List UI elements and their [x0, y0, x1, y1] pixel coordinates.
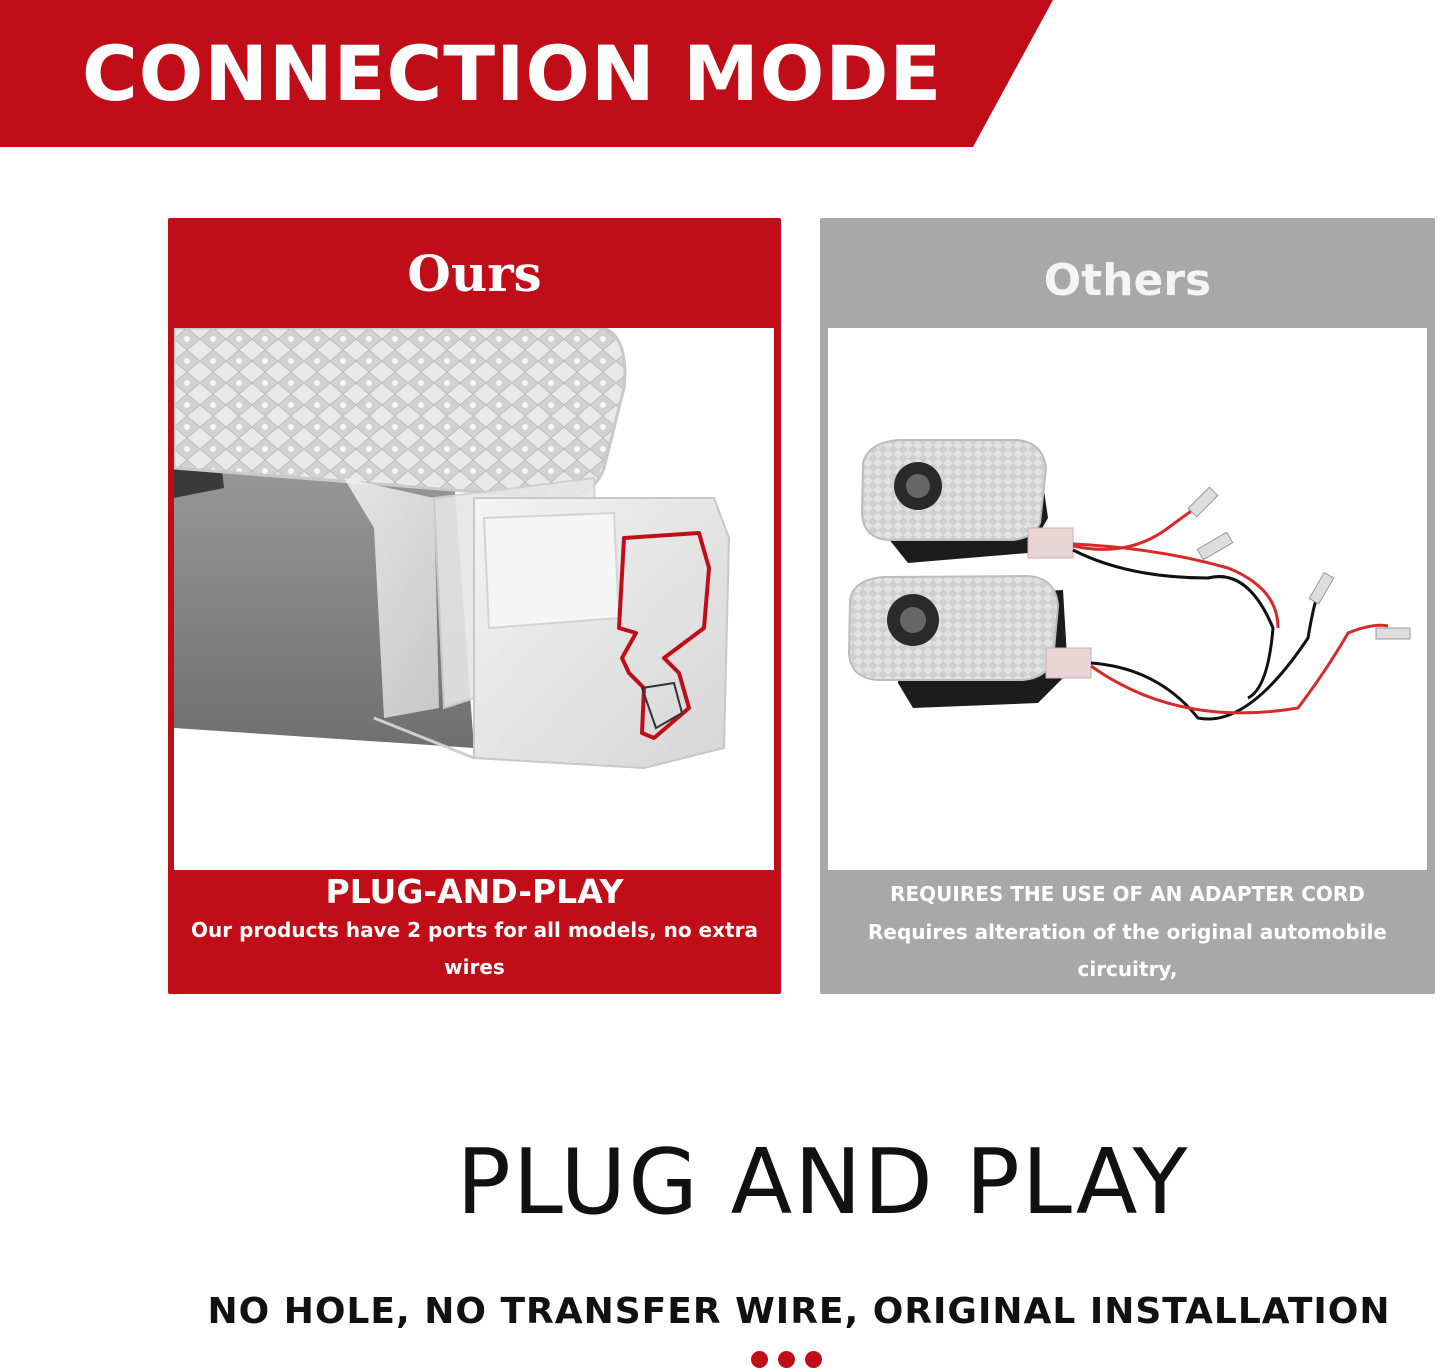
others-caption-line-1: Requires alteration of the original auto… [868, 920, 1387, 981]
others-panel: Others [820, 218, 1435, 1018]
banner-shape [0, 0, 1053, 147]
others-caption-line-2: resulting in an unsafe event [968, 994, 1287, 1018]
ours-heading-bar: Ours [168, 218, 781, 328]
ours-caption-line-1: Our products have 2 ports for all models… [191, 918, 758, 979]
header-banner: CONNECTION MODE [0, 0, 1438, 150]
others-caption-title: REQUIRES THE USE OF AN ADAPTER CORD [890, 882, 1365, 906]
ours-product-image [174, 328, 774, 870]
connector-closeup-icon [174, 328, 731, 770]
pager-dot [778, 1351, 795, 1368]
installation-subline: NO HOLE, NO TRANSFER WIRE, ORIGINAL INST… [207, 1291, 1391, 1332]
ours-caption-title: PLUG-AND-PLAY [325, 872, 624, 911]
others-heading-bar: Others [820, 218, 1435, 328]
pager-dot [805, 1351, 822, 1368]
ours-caption: PLUG-AND-PLAY Our products have 2 ports … [168, 870, 781, 1016]
others-heading: Others [1043, 254, 1212, 306]
ours-panel: Ours [168, 218, 781, 1016]
projector-lights-with-wires-icon [847, 439, 1411, 721]
banner-title: CONNECTION MODE [82, 29, 943, 118]
pager-dots [751, 1351, 822, 1368]
others-caption: REQUIRES THE USE OF AN ADAPTER CORD Requ… [820, 870, 1435, 1018]
ours-heading: Ours [407, 243, 542, 303]
others-product-image [828, 328, 1427, 870]
plug-and-play-headline: PLUG AND PLAY [456, 1130, 1190, 1235]
ours-caption-line-2: needed! OEM installation method, safe an… [183, 992, 766, 1016]
pager-dot [751, 1351, 768, 1368]
